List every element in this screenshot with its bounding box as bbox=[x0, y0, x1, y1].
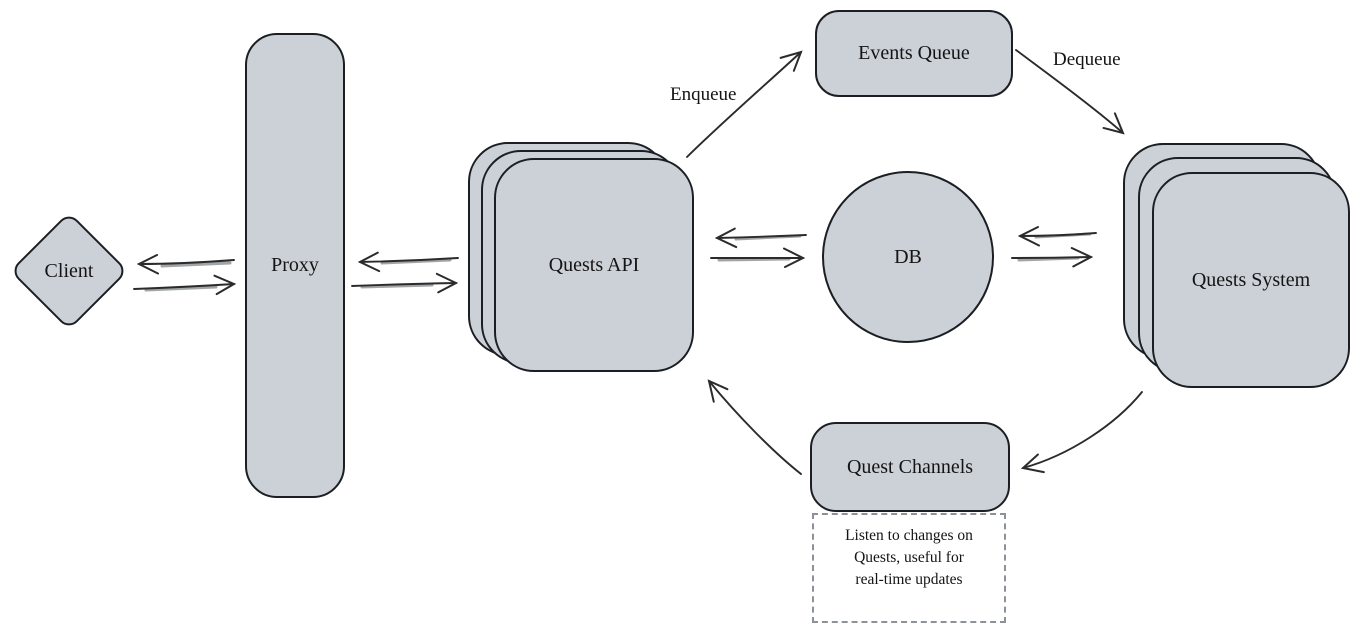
arrow-shadow bbox=[734, 234, 802, 241]
node-client-inner: Client bbox=[29, 231, 109, 311]
node-quests-api-label: Quests API bbox=[548, 253, 640, 276]
node-db: DB bbox=[822, 171, 994, 343]
arrow-proxy-to-quests-api bbox=[351, 272, 459, 294]
note-line: Listen to changes on bbox=[845, 527, 973, 544]
edge-label-dequeue: Dequeue bbox=[1053, 49, 1121, 70]
arrow-quests-system-to-db bbox=[1017, 225, 1097, 247]
node-client: Client bbox=[9, 211, 129, 331]
note-line: Quests, useful for bbox=[854, 549, 964, 566]
node-proxy-label: Proxy bbox=[271, 254, 319, 276]
node-quests-system-label: Quests System bbox=[1191, 268, 1311, 291]
arrow-client-to-proxy bbox=[133, 274, 237, 296]
arrow-shadow bbox=[360, 283, 434, 289]
arrow-shadow bbox=[160, 261, 232, 268]
arrow-proxy-to-client bbox=[136, 253, 235, 275]
arrow-shadow bbox=[1034, 232, 1092, 239]
arrow-shadow bbox=[144, 285, 218, 292]
node-quest-channels-label: Quest Channels bbox=[846, 455, 974, 478]
arrow-db-to-quests-system bbox=[1011, 246, 1094, 268]
arrow-shadow bbox=[717, 257, 791, 262]
arrow-quests-api-to-proxy bbox=[357, 251, 459, 273]
edge-label-enqueue: Enqueue bbox=[670, 84, 737, 105]
arrow-shadow bbox=[1017, 256, 1080, 262]
node-events-queue: Events Queue bbox=[815, 10, 1013, 97]
node-db-label: DB bbox=[894, 245, 922, 268]
arrow-quests-system-to-quest-channels bbox=[1020, 391, 1143, 474]
note-quest-channels: Listen to changes on Quests, useful for … bbox=[812, 513, 1006, 623]
stack-layer-front: Quests System bbox=[1152, 172, 1350, 388]
node-quest-channels: Quest Channels bbox=[810, 422, 1010, 512]
arrow-shadow bbox=[380, 258, 452, 265]
arrow-quest-channels-to-quests-api bbox=[707, 379, 802, 475]
node-events-queue-label: Events Queue bbox=[858, 42, 970, 64]
node-client-label: Client bbox=[44, 259, 94, 282]
note-line: real-time updates bbox=[855, 571, 963, 588]
stack-layer-front: Quests API bbox=[494, 158, 694, 372]
arrow-db-to-quests-api bbox=[714, 227, 807, 249]
node-proxy: Proxy bbox=[245, 33, 345, 498]
